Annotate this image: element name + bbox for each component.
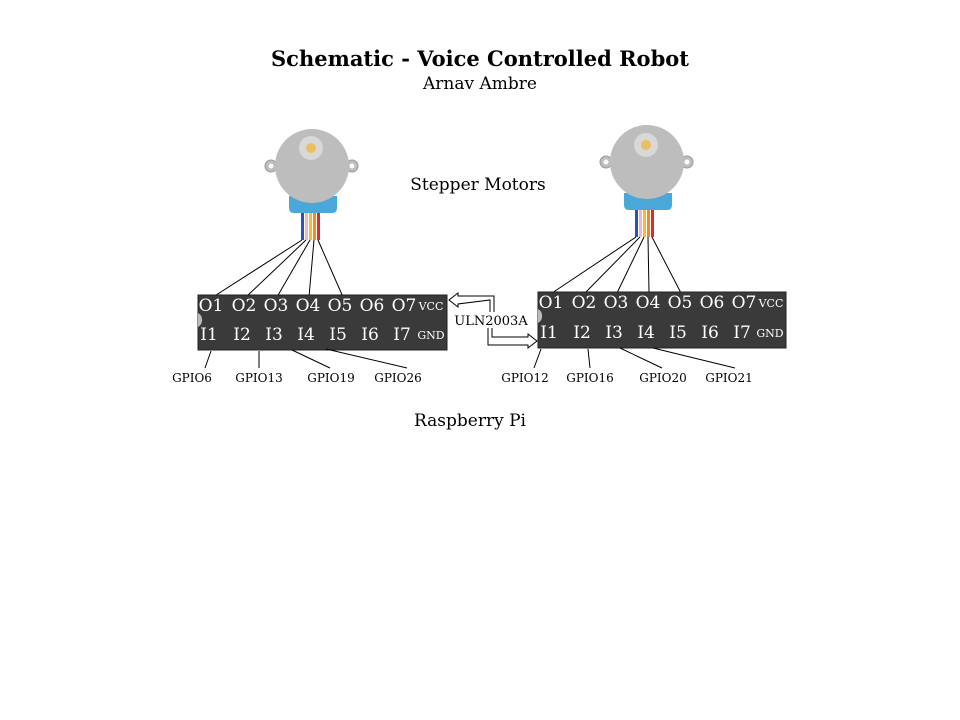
motor-wires-left (212, 239, 344, 298)
pin-o1: O1 (539, 293, 564, 313)
stepper-motor-right (599, 125, 694, 237)
board-label: Raspberry Pi (414, 411, 527, 431)
gpio-leads-right (533, 347, 736, 369)
pin-i6: I6 (361, 325, 379, 345)
pin-gnd: GND (756, 327, 783, 340)
pin-i6: I6 (701, 323, 719, 343)
gpio-label: GPIO16 (566, 371, 614, 385)
pin-o7: O7 (732, 293, 757, 313)
pin-i3: I3 (605, 323, 623, 343)
pin-o5: O5 (328, 296, 353, 316)
pin-gnd: GND (417, 329, 444, 342)
motors-label: Stepper Motors (410, 175, 545, 195)
pin-o2: O2 (232, 296, 257, 316)
pin-i1: I1 (200, 325, 218, 345)
gpio-label: GPIO20 (639, 371, 687, 385)
pin-i1: I1 (540, 323, 558, 343)
pin-vcc: VCC (418, 300, 444, 313)
uln2003a-chip-right: O1 O2 O3 O4 O5 O6 O7 VCC I1 I2 I3 I4 I5 … (537, 291, 787, 349)
stepper-motor-left (264, 129, 359, 240)
pin-i5: I5 (669, 323, 687, 343)
motor-housing (610, 125, 684, 199)
chip-body (197, 294, 448, 351)
chip-body (537, 291, 787, 349)
pin-vcc: VCC (758, 297, 784, 310)
pin-i7: I7 (733, 323, 751, 343)
uln2003a-chip-left: O1 O2 O3 O4 O5 O6 O7 VCC I1 I2 I3 I4 I5 … (197, 294, 448, 351)
gpio-label: GPIO21 (705, 371, 753, 385)
pin-o3: O3 (604, 293, 629, 313)
pin-o2: O2 (572, 293, 597, 313)
pin-o3: O3 (264, 296, 289, 316)
motor-housing (275, 129, 349, 203)
motor-shaft (306, 143, 316, 153)
gpio-label: GPIO19 (307, 371, 355, 385)
pin-o5: O5 (668, 293, 693, 313)
pin-o7: O7 (392, 296, 417, 316)
gpio-label: GPIO6 (172, 371, 212, 385)
chip-notch (538, 309, 543, 323)
chip-notch (198, 313, 203, 327)
chip-connector: ULN2003A (448, 291, 538, 350)
author-name: Arnav Ambre (422, 74, 537, 94)
pin-o4: O4 (296, 296, 321, 316)
pin-o1: O1 (199, 296, 224, 316)
chip-label: ULN2003A (454, 314, 528, 329)
gpio-leads-left (204, 348, 408, 369)
gpio-label: GPIO13 (235, 371, 283, 385)
pin-i2: I2 (573, 323, 591, 343)
pin-i4: I4 (637, 323, 655, 343)
motor-shaft (641, 140, 651, 150)
pin-o4: O4 (636, 293, 661, 313)
motor-wires-right (551, 236, 682, 294)
gpio-label: GPIO12 (501, 371, 549, 385)
pin-i4: I4 (297, 325, 315, 345)
pin-i3: I3 (265, 325, 283, 345)
pin-o6: O6 (360, 296, 385, 316)
page-title: Schematic - Voice Controlled Robot (271, 46, 689, 71)
arrow-to-right-chip (487, 324, 538, 350)
pin-i5: I5 (329, 325, 347, 345)
pin-i2: I2 (233, 325, 251, 345)
pin-o6: O6 (700, 293, 725, 313)
gpio-label: GPIO26 (374, 371, 422, 385)
pin-i7: I7 (393, 325, 411, 345)
